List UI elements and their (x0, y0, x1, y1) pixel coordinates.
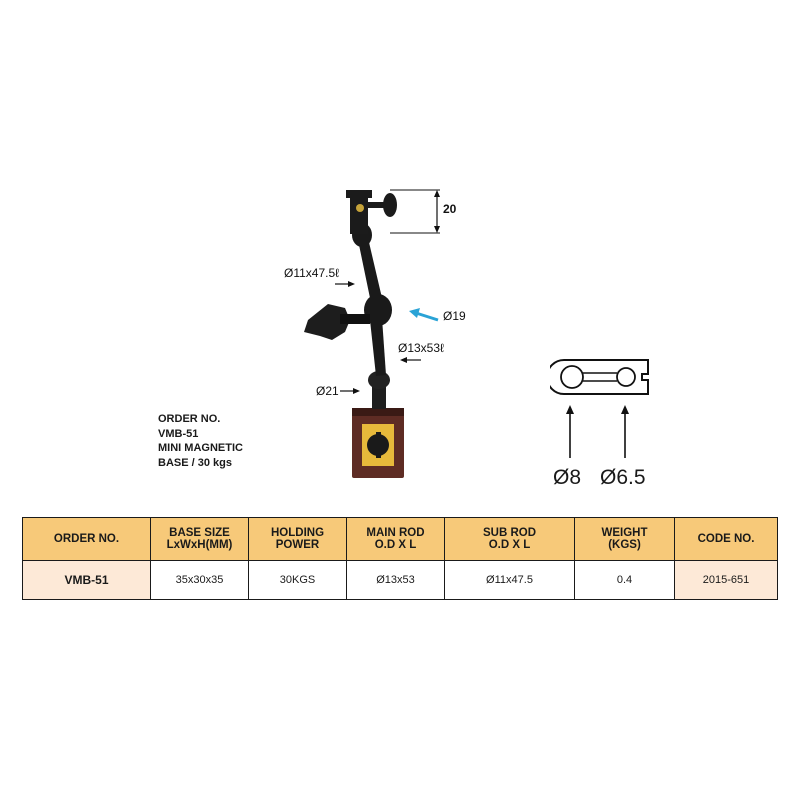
order-info-line: MINI MAGNETIC (158, 442, 243, 454)
cell-sub-rod: Ø11x47.5 (444, 560, 575, 600)
rod-hole-cross-section (550, 359, 649, 458)
cell-holding-power: 30KGS (248, 560, 347, 600)
header-code-no: CODE NO. (674, 517, 778, 561)
header-order-no: ORDER NO. (22, 517, 151, 561)
dimension-height-label: 20 (443, 202, 457, 216)
magnetic-base-illustration (304, 190, 404, 478)
cell-weight: 0.4 (574, 560, 675, 600)
dimension-joint-label: Ø19 (443, 309, 466, 323)
cell-order-no: VMB-51 (22, 560, 151, 600)
dimension-lines (335, 189, 440, 394)
cell-base-size: 35x30x35 (150, 560, 249, 600)
hole-small-label: Ø6.5 (600, 466, 646, 489)
order-info-line: ORDER NO. (158, 413, 221, 425)
dimension-sub-rod-label: Ø11x47.5ℓ (284, 266, 340, 280)
order-info-line: BASE / 30 kgs (158, 456, 232, 469)
hole-large-label: Ø8 (553, 466, 582, 489)
order-info: ORDER NO. VMB-51 MINI MAGNETIC BASE / 30… (158, 412, 243, 470)
header-weight: WEIGHT(KGS) (574, 517, 675, 561)
cell-code-no: 2015-651 (674, 560, 778, 600)
cell-main-rod: Ø13x53 (346, 560, 445, 600)
order-info-line: VMB-51 (158, 427, 199, 440)
dimension-pivot-label: Ø21 (316, 384, 339, 398)
dimension-main-rod-label: Ø13x53ℓ (398, 341, 444, 355)
table-row: VMB-51 35x30x35 30KGS Ø13x53 Ø11x47.5 0.… (22, 560, 778, 600)
